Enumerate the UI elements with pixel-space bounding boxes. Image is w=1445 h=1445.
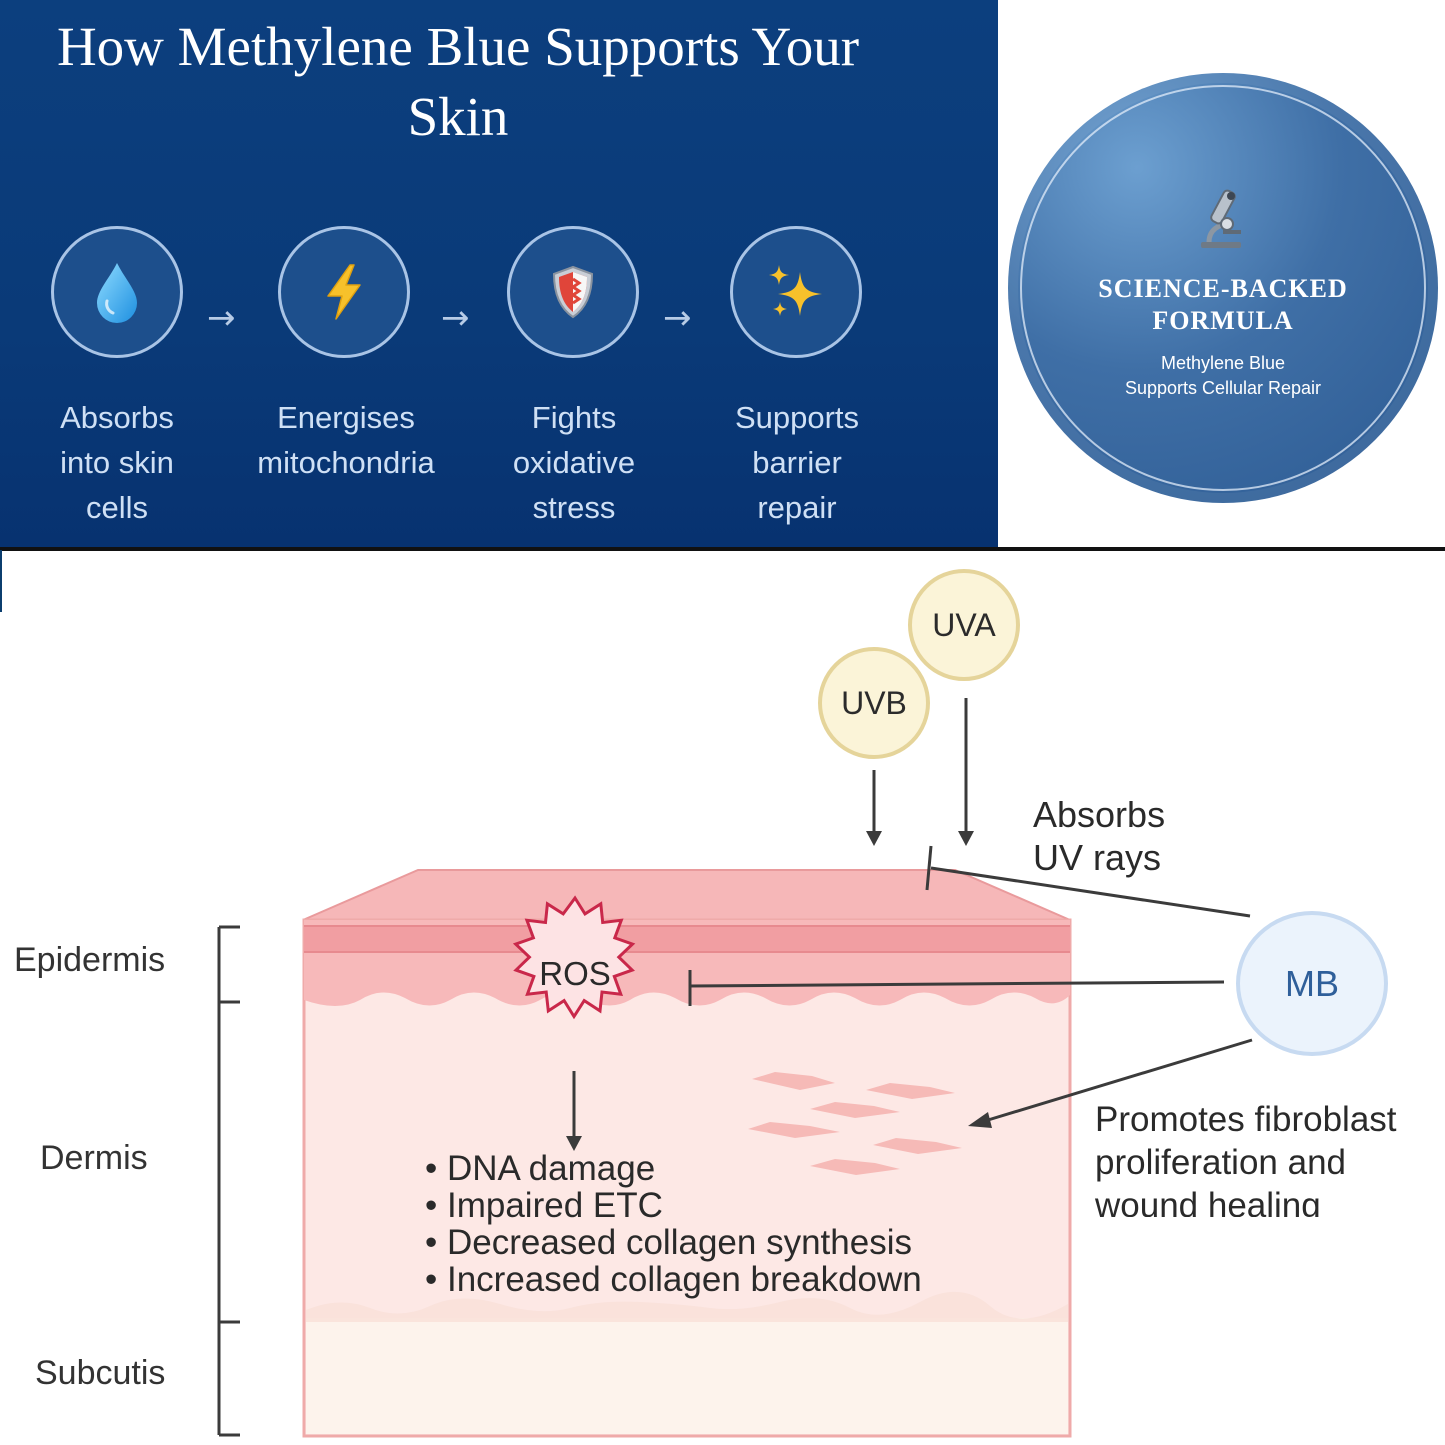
effect-decreased-collagen: Decreased collagen synthesis <box>425 1224 922 1261</box>
step-label-fights: Fights oxidative stress <box>512 400 636 525</box>
layer-bracket <box>217 925 240 1437</box>
lightning-icon <box>327 264 361 320</box>
sparkles-icon <box>769 265 822 316</box>
water-drop-icon <box>97 263 137 323</box>
layer-label-epidermis: Epidermis <box>14 941 166 979</box>
mb-inhibits-ros-line <box>689 980 1225 988</box>
step-circle-supports <box>730 226 862 358</box>
ros-label: ROS <box>539 955 611 992</box>
ros-starburst <box>512 895 636 1020</box>
uvb-badge: UVB <box>818 647 930 759</box>
step-circle-energises <box>278 226 410 358</box>
shield-icon <box>552 265 594 319</box>
step-arrow-2: → <box>441 298 470 338</box>
step-arrow-1: → <box>207 298 236 338</box>
skin-subcutis-layer <box>306 1318 1068 1434</box>
science-backed-badge: SCIENCE-BACKED FORMULA Methylene Blue Su… <box>1008 73 1438 503</box>
layer-label-subcutis: Subcutis <box>35 1354 166 1392</box>
step-circle-fights <box>507 226 639 358</box>
step-arrow-3: → <box>663 298 692 338</box>
methylene-blue-banner: How Methylene Blue Supports Your Skin → … <box>0 0 998 548</box>
step-label-energises: Energises mitochondria <box>257 400 435 480</box>
skin-layers-diagram <box>217 698 1253 1438</box>
layer-label-dermis: Dermis <box>40 1139 148 1177</box>
skin-top-face <box>302 869 1071 921</box>
section-divider <box>0 547 1445 551</box>
mb-absorbs-uv-line <box>930 866 1251 918</box>
badge-subtitle: Methylene Blue Supports Cellular Repair <box>1124 353 1322 398</box>
ros-effects-list: DNA damage Impaired ETC Decreased collag… <box>425 1150 922 1298</box>
mb-badge: MB <box>1236 911 1388 1056</box>
badge-ring <box>1020 85 1426 491</box>
absorbs-uv-note: Absorbs UV rays <box>1033 794 1166 878</box>
edge-line <box>0 550 2 612</box>
effect-impaired-etc: Impaired ETC <box>425 1187 922 1224</box>
step-circle-absorbs <box>51 226 183 358</box>
effect-increased-breakdown: Increased collagen breakdown <box>425 1261 922 1298</box>
fibroblast-note: Promotes fibroblast proliferation and wo… <box>1095 1100 1397 1217</box>
uva-badge: UVA <box>908 569 1020 681</box>
epidermis-band <box>304 926 1070 952</box>
effect-dna-damage: DNA damage <box>425 1150 922 1187</box>
badge-title: SCIENCE-BACKED FORMULA <box>1098 274 1348 335</box>
banner-title: How Methylene Blue Supports Your Skin <box>56 16 860 147</box>
step-label-absorbs: Absorbs into skin cells <box>60 400 174 525</box>
dermis-subcutis-edge <box>306 1291 1068 1322</box>
mb-fibroblast-arrow <box>987 1038 1253 1122</box>
microscope-icon <box>1201 189 1241 248</box>
step-label-supports: Supports barrier repair <box>734 400 860 525</box>
